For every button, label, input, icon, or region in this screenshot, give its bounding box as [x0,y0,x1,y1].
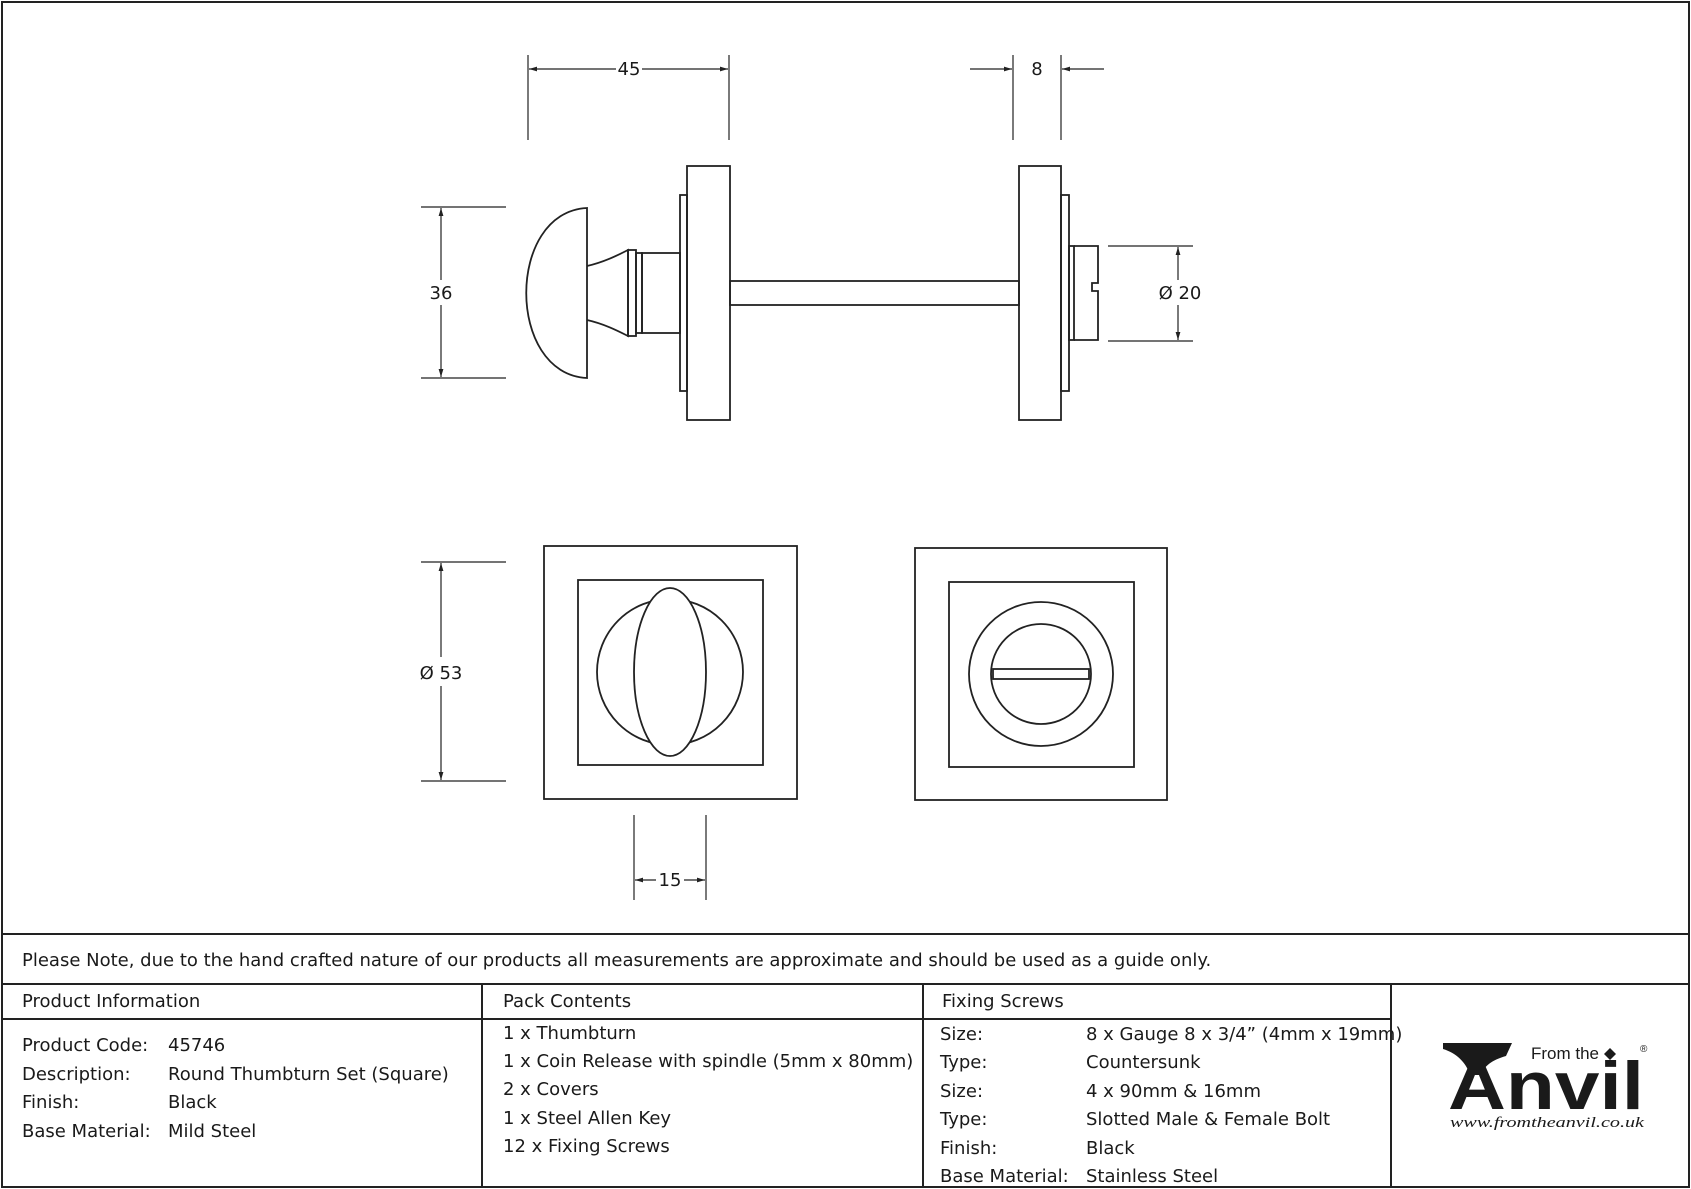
cover-right-side [1018,165,1062,421]
pack-contents-heading: Pack Contents [503,991,631,1012]
product-code-value: 45746 [168,1035,225,1056]
screw-type-label: Type: [939,1052,987,1073]
product-code-label: Product Code: [22,1035,148,1056]
coin-release-inner-ring [990,623,1092,725]
side-view [525,165,1099,421]
product-information-heading: Product Information [22,991,200,1012]
screw-material-value: Stainless Steel [1086,1166,1218,1187]
thumbturn-oval [633,587,707,757]
front-view-thumbturn [543,545,798,800]
bolt-type-value: Slotted Male & Female Bolt [1086,1109,1330,1130]
logo-registered: ® [1640,1044,1648,1055]
from-the-anvil-logo: From the ® Anvil www.fromtheanvil.co.uk [1443,1043,1648,1131]
dimension-labels: 45 8 36 Ø 20 Ø 53 15 [420,59,1202,891]
dim-knob-width: 45 [618,59,641,80]
base-material-label: Base Material: [22,1121,151,1142]
dim-rose-thickness: 8 [1031,59,1042,80]
finish-label: Finish: [22,1092,79,1113]
description-label: Description: [22,1064,131,1085]
dim-rose-size: Ø 53 [420,663,463,684]
description-value: Round Thumbturn Set (Square) [168,1064,449,1085]
spindle [729,280,1020,306]
fixing-screws-panel: Fixing Screws Size: 8 x Gauge 8 x 3/4” (… [939,991,1402,1187]
rose-outer-left [543,545,798,800]
bolt-type-label: Type: [939,1109,987,1130]
thumbturn-knob [525,207,588,379]
dim-knob-height: 36 [430,283,453,304]
pack-item: 1 x Coin Release with spindle (5mm x 80m… [503,1051,913,1072]
logo-brand: Anvil [1448,1048,1644,1124]
screw-size-label: Size: [940,1024,983,1045]
screw-size-value: 8 x Gauge 8 x 3/4” (4mm x 19mm) [1086,1024,1402,1045]
screw-finish-label: Finish: [940,1138,997,1159]
logo-website: www.fromtheanvil.co.uk [1450,1115,1644,1131]
bolt-size-value: 4 x 90mm & 16mm [1086,1081,1261,1102]
rose-inner-right [948,581,1135,768]
coin-slot [992,668,1090,680]
coin-release-outer-ring [968,601,1114,747]
screw-type-value: Countersunk [1086,1052,1201,1073]
thumbturn-neck [586,248,629,338]
dim-bolt-diameter: Ø 20 [1159,283,1202,304]
diamond-icon [1604,1048,1616,1060]
fixing-screws-heading: Fixing Screws [942,991,1064,1012]
measurement-note: Please Note, due to the hand crafted nat… [22,950,1211,971]
screw-material-label: Base Material: [940,1166,1069,1187]
rose-outer-right [914,547,1168,801]
bolt-head [1074,245,1099,341]
finish-value: Black [168,1092,217,1113]
cover-left-side [686,165,731,421]
rose-inner-left [577,579,764,766]
rose-left-side [679,194,688,392]
product-information-panel: Product Information Product Code: 45746 … [22,991,449,1142]
dim-oval-width: 15 [659,870,682,891]
pack-item: 1 x Thumbturn [503,1023,636,1044]
anvil-icon [1443,1043,1512,1075]
rose-right-side [1060,194,1070,392]
bolt-size-label: Size: [940,1081,983,1102]
pack-contents-panel: Pack Contents 1 x Thumbturn 1 x Coin Rel… [503,991,913,1157]
title-block-lines [2,933,1689,1187]
bolt-body [1068,245,1075,341]
base-material-value: Mild Steel [168,1121,256,1142]
dimension-lines [421,55,1193,900]
screw-finish-value: Black [1086,1138,1135,1159]
pack-item: 2 x Covers [503,1079,599,1100]
logo-from-the: From the [1531,1044,1599,1063]
pack-item: 1 x Steel Allen Key [503,1108,671,1129]
pack-item: 12 x Fixing Screws [503,1136,670,1157]
front-view-coin-release [914,547,1168,801]
